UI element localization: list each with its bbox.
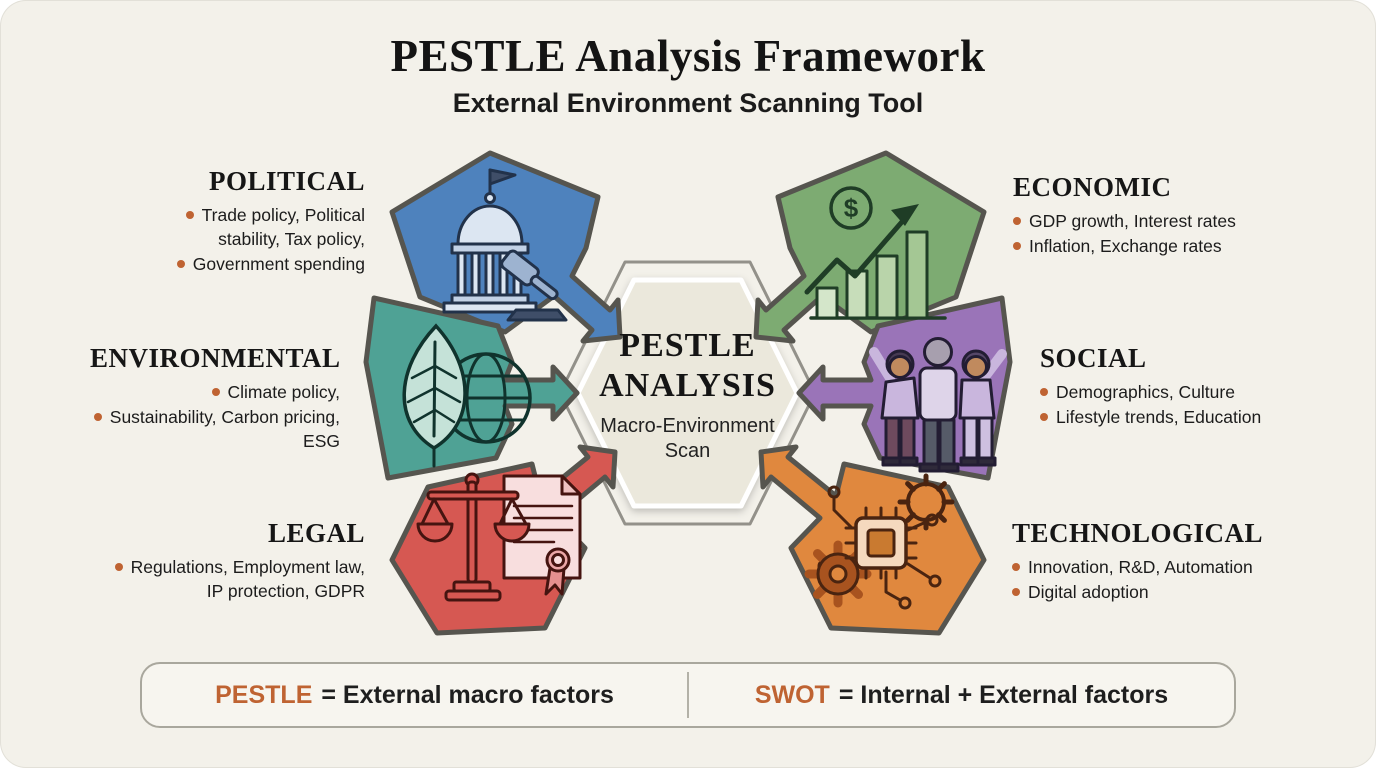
legend-divider (687, 672, 689, 718)
leaf-globe-icon (402, 323, 532, 468)
bullet-item: Digital adoption (1012, 581, 1312, 605)
bullet-dot (185, 211, 194, 220)
page-title: PESTLE Analysis Framework (390, 31, 986, 81)
bullet-dot (1012, 588, 1020, 597)
bullet-dot (211, 388, 220, 397)
bullet-dot (1040, 388, 1048, 397)
page-subtitle: External Environment Scanning Tool (452, 88, 924, 118)
factor-technological-bullets: Innovation, R&D, Automation Digital adop… (1012, 556, 1312, 605)
growth-chart-dollar-icon: $ (804, 186, 947, 320)
factor-economic-bullets: GDP growth, Interest rates Inflation, Ex… (1013, 210, 1303, 259)
factor-environmental-label: ENVIRONMENTAL (90, 343, 341, 373)
factor-social-label: SOCIAL (1040, 343, 1147, 373)
factor-economic: ECONOMIC GDP growth, Interest rates Infl… (1013, 172, 1303, 260)
bullet-item: Climate policy, (90, 381, 340, 405)
factor-technological: TECHNOLOGICAL Innovation, R&D, Automatio… (1012, 518, 1312, 606)
bullet-item: Regulations, Employment law, IP protecti… (110, 556, 365, 604)
bullet-dot (1012, 563, 1020, 572)
bullet-item: Innovation, R&D, Automation (1012, 556, 1312, 580)
bullet-dot (176, 259, 185, 268)
legend-bar: PESTLE = External macro factors SWOT = Int… (140, 662, 1236, 728)
factor-technological-label: TECHNOLOGICAL (1012, 518, 1264, 548)
people-group-icon (869, 337, 1007, 473)
dollar-glyph: $ (844, 193, 859, 223)
legend-swot: SWOT = Internal + External factors (689, 681, 1234, 710)
factor-economic-label: ECONOMIC (1013, 172, 1172, 202)
factor-political-label: POLITICAL (208, 166, 365, 196)
bullet-dot (1040, 413, 1048, 422)
bullet-dot (1013, 217, 1021, 226)
legend-swot-term: SWOT (754, 680, 830, 709)
bullet-item: Trade policy, Political stability, Tax p… (125, 204, 365, 252)
bullet-item: Government spending (125, 253, 365, 277)
factor-legal-bullets: Regulations, Employment law, IP protecti… (110, 556, 365, 604)
factor-political: POLITICAL Trade policy, Political stabil… (125, 166, 365, 277)
header: PESTLE Analysis Framework External Envir… (0, 0, 1376, 119)
bullet-item: Lifestyle trends, Education (1040, 406, 1330, 430)
factor-environmental: ENVIRONMENTAL Climate policy, Sustainabi… (90, 343, 340, 454)
scales-document-icon (416, 472, 582, 602)
government-building-gavel-icon (442, 168, 568, 322)
factor-legal: LEGAL Regulations, Employment law, IP pr… (110, 518, 365, 605)
legend-pestle: PESTLE = External macro factors (142, 681, 687, 710)
bullet-item: Inflation, Exchange rates (1013, 235, 1303, 259)
factor-legal-label: LEGAL (267, 518, 365, 548)
bullet-dot (93, 413, 102, 422)
factor-environmental-bullets: Climate policy, Sustainability, Carbon p… (90, 381, 340, 453)
legend-pestle-term: PESTLE (215, 680, 313, 709)
factor-social-bullets: Demographics, Culture Lifestyle trends, … (1040, 381, 1330, 430)
bullet-dot (114, 563, 123, 572)
bullet-dot (1013, 242, 1021, 251)
bullet-item: Demographics, Culture (1040, 381, 1330, 405)
legend-swot-def: = Internal + External factors (838, 680, 1169, 709)
bullet-item: GDP growth, Interest rates (1013, 210, 1303, 234)
chip-gears-icon (804, 473, 955, 610)
factor-political-bullets: Trade policy, Political stability, Tax p… (125, 204, 365, 276)
environmental-shape-arrow (363, 295, 580, 481)
factor-social: SOCIAL Demographics, Culture Lifestyle t… (1040, 343, 1330, 431)
legend-pestle-def: = External macro factors (321, 680, 614, 709)
bullet-item: Sustainability, Carbon pricing, ESG (90, 406, 340, 454)
